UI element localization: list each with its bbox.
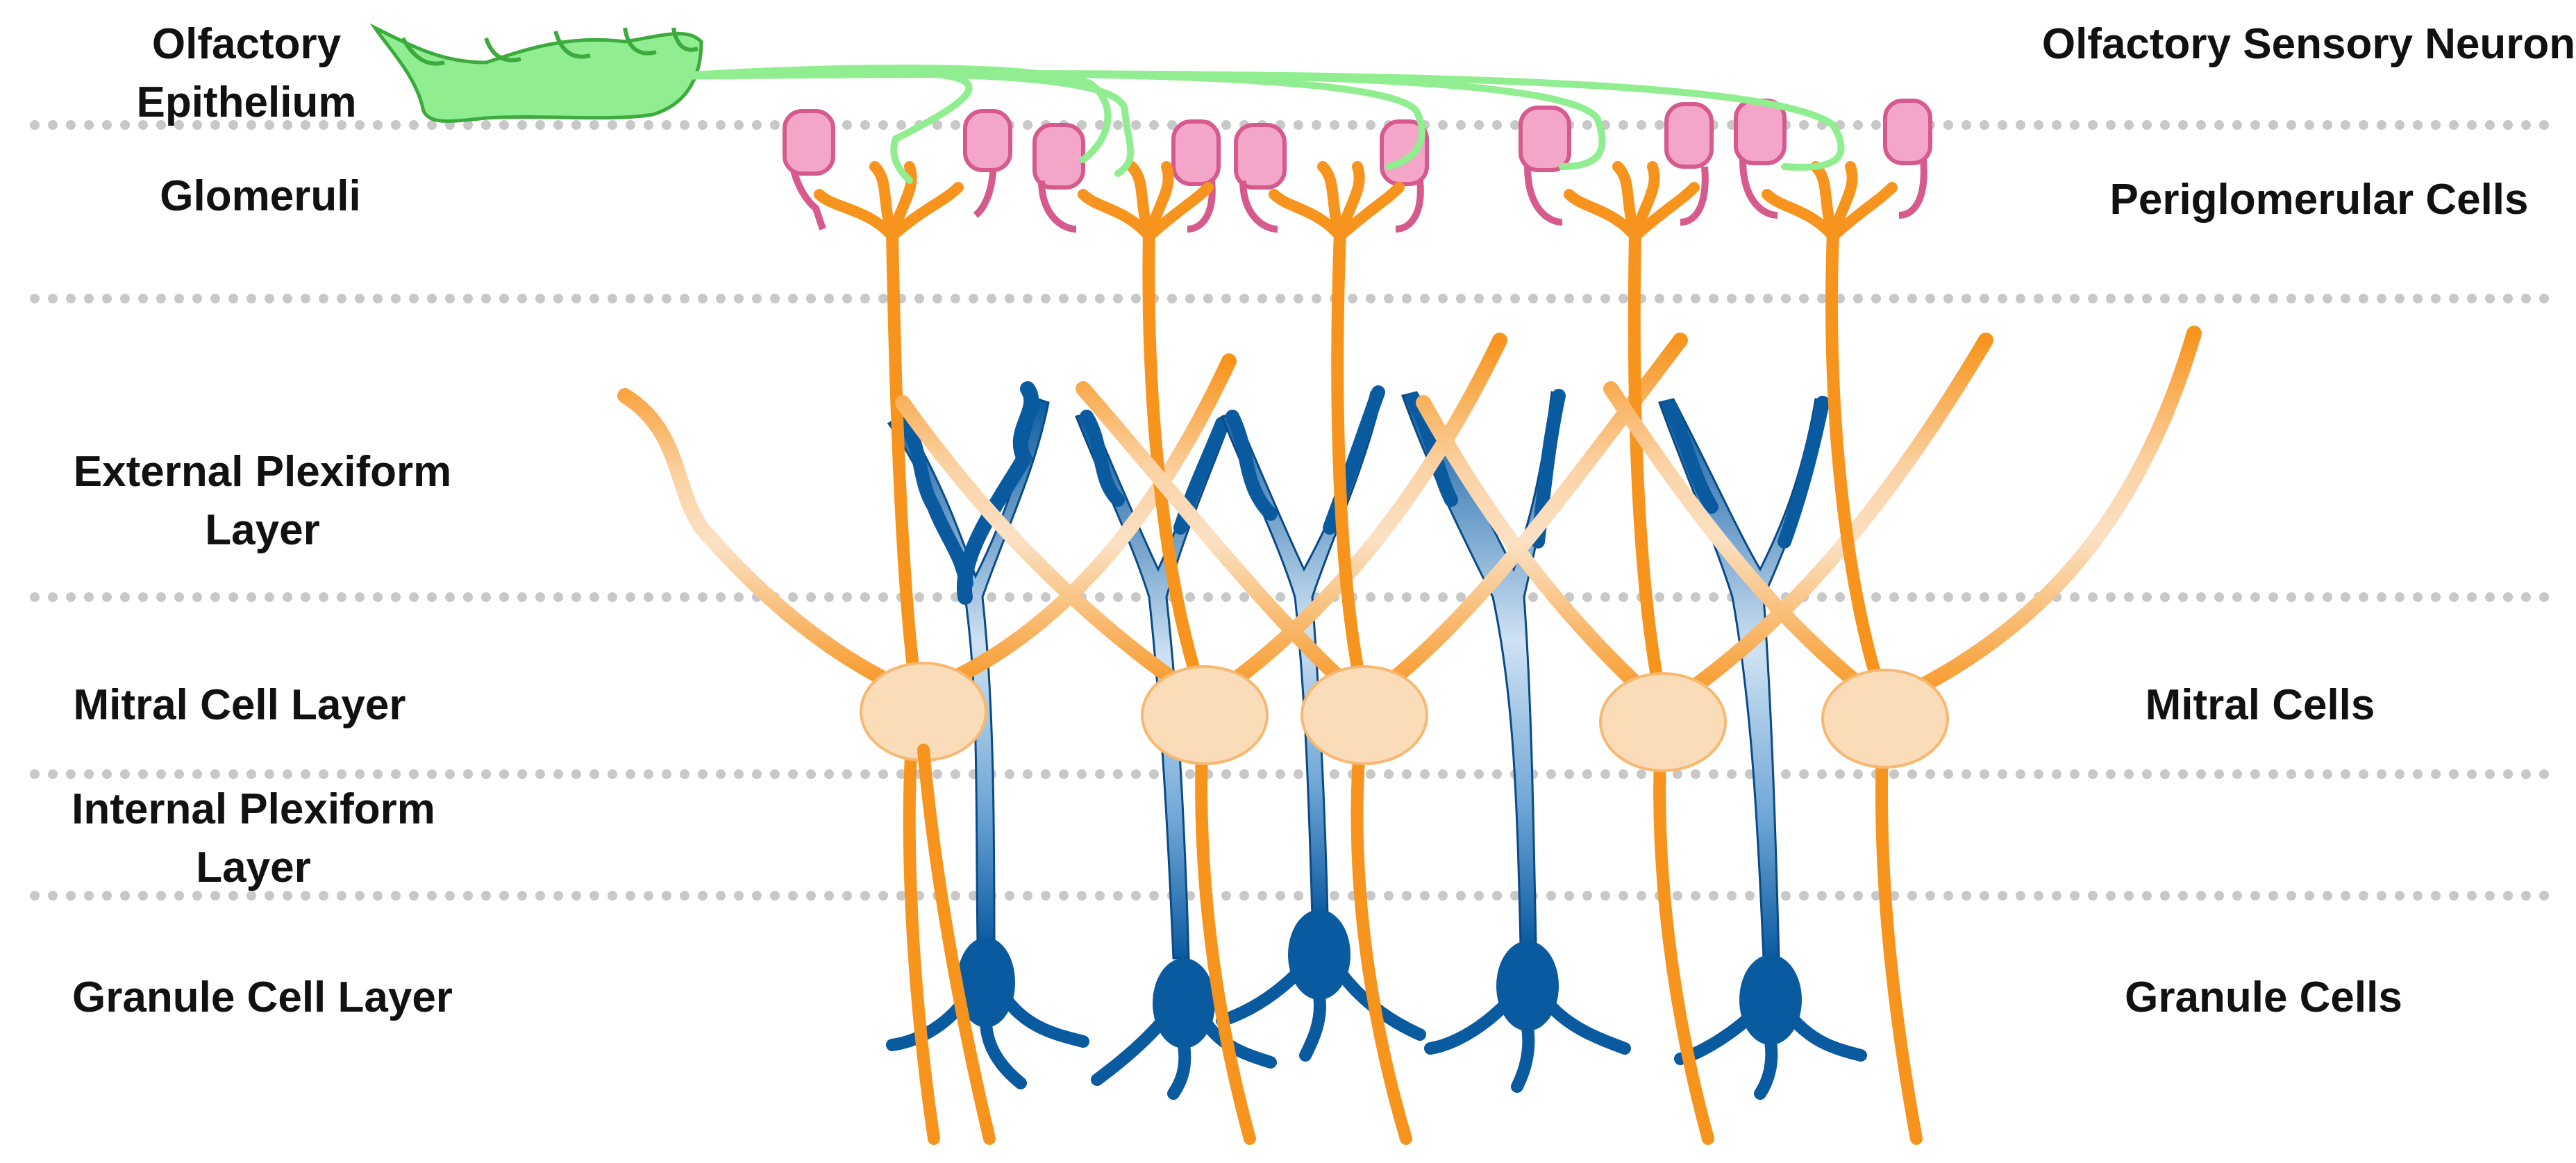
label-internal-plexiform-line1: Internal Plexiform [72,785,435,833]
glomerulus [783,109,1012,242]
label-glomeruli: Glomeruli [160,172,360,220]
label-granule-cell-layer: Granule Cell Layer [72,973,453,1021]
granule-cells [886,381,1867,1100]
mitral-cell [1603,226,2202,1145]
glomerulus [1519,102,1714,242]
label-mitral-cell-layer: Mitral Cell Layer [74,681,406,729]
glomerulus [1234,119,1429,242]
label-mitral-cells: Mitral Cells [2146,681,2375,729]
glomerulus [1734,99,1932,242]
mitral-cell [1416,226,1993,1145]
label-periglomerular-cells: Periglomerular Cells [2109,176,2528,224]
cell-labels: Olfactory Sensory Neuron Periglomerular … [2042,20,2575,1021]
granule-cell [1401,389,1631,1093]
mitral-cell [617,226,1237,1145]
label-olfactory-epithelium-line2: Epithelium [137,78,357,126]
mitral-cells [617,226,2202,1145]
granule-cell [886,381,1089,1089]
layer-labels: Olfactory Epithelium Glomeruli External … [72,20,453,1021]
label-olfactory-epithelium-line1: Olfactory [152,20,342,68]
label-internal-plexiform-line2: Layer [196,844,310,892]
layer-dividers [30,120,2560,901]
mitral-cell [895,226,1507,1145]
label-olfactory-sensory-neuron: Olfactory Sensory Neuron [2042,20,2575,68]
olfactory-sensory-neurons [369,23,1845,184]
label-granule-cells: Granule Cells [2125,973,2402,1021]
granule-cell [1074,410,1277,1100]
label-external-plexiform-line1: External Plexiform [74,448,451,496]
mitral-cell [1076,226,1688,1145]
glomerulus [1032,119,1221,242]
label-external-plexiform-line2: Layer [205,506,319,554]
glomeruli [783,99,1932,242]
granule-cell [1216,385,1426,1062]
